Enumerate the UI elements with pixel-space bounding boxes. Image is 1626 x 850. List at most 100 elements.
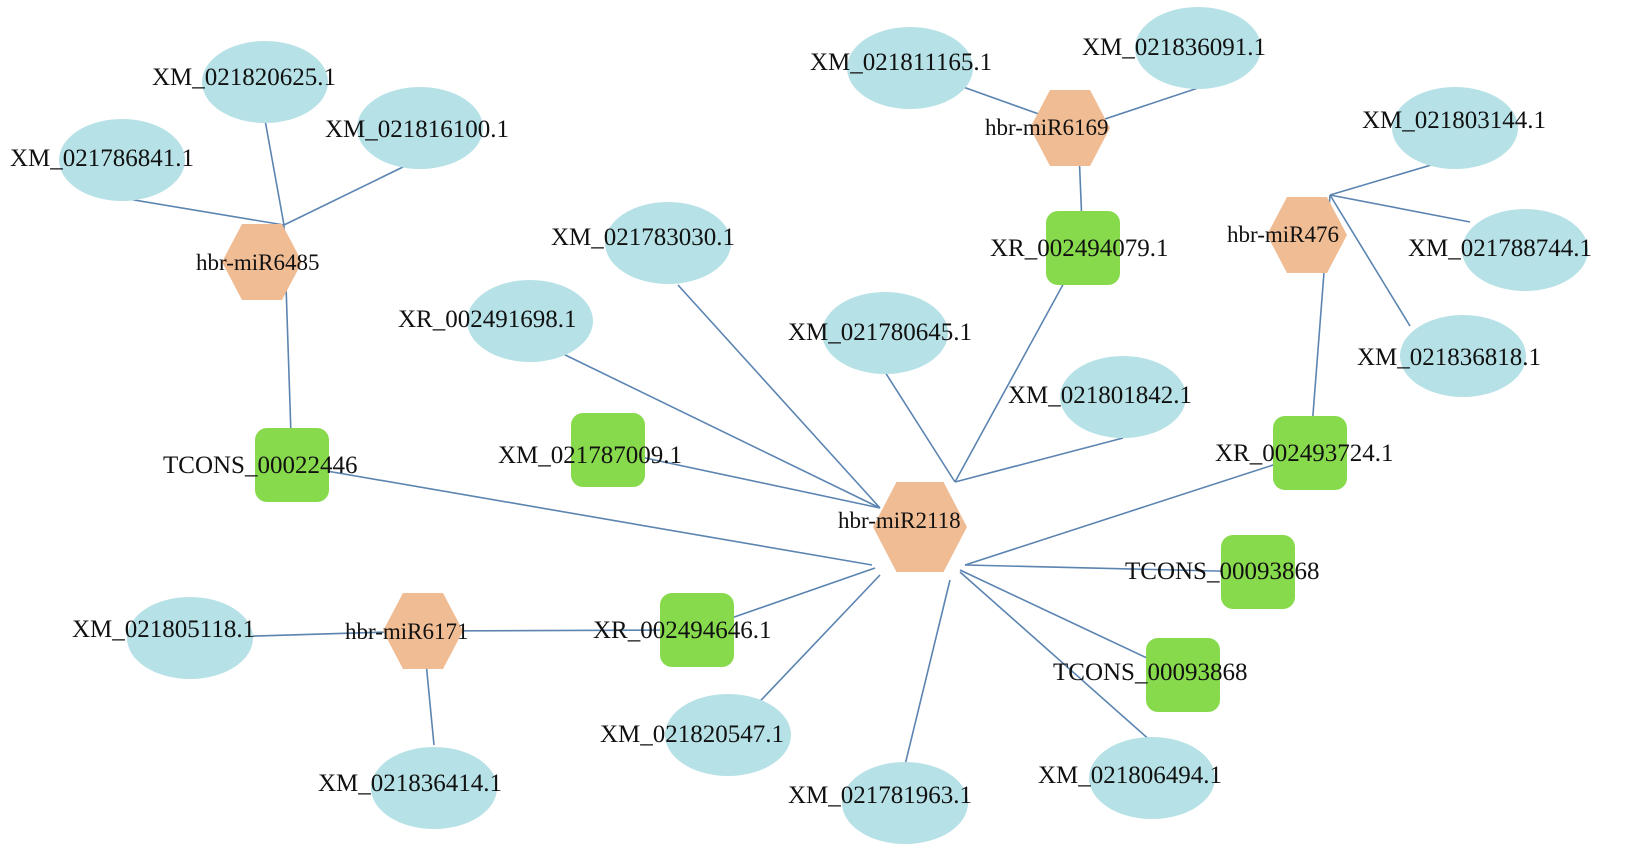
rounded-square-shape — [571, 413, 645, 487]
node-hbr-mir2118[interactable]: hbr-miR2118 — [838, 482, 967, 572]
node-label: XR_002493724.1 — [1215, 440, 1393, 467]
node-xm-021805118-1[interactable]: XM_021805118.1 — [72, 597, 255, 679]
node-xm-021836414-1[interactable]: XM_021836414.1 — [318, 747, 502, 829]
edge-hbr-mir2118-to-xr-002493724-1 — [964, 452, 1311, 566]
node-xm-021820547-1[interactable]: XM_021820547.1 — [600, 694, 791, 776]
node-xm-021780645-1[interactable]: XM_021780645.1 — [788, 292, 972, 374]
edge-hbr-mir2118-to-xm-021801842-1 — [954, 437, 1124, 483]
ellipse-shape — [371, 747, 497, 829]
hexagon-shape — [873, 482, 967, 572]
edge-hbr-mir6171-to-xr-002494646-1 — [422, 629, 698, 632]
node-tcons-00022446[interactable]: TCONS_00022446 — [163, 428, 357, 502]
node-label: XM_021836818.1 — [1357, 344, 1541, 371]
edge-hbr-mir2118-to-xr-002494079-1 — [954, 247, 1084, 483]
edge-hbr-mir2118-to-xm-021806494-1 — [959, 571, 1153, 743]
node-label: XM_021806494.1 — [1038, 762, 1222, 789]
node-label: hbr-miR6171 — [345, 619, 468, 644]
node-xm-021788744-1[interactable]: XM_021788744.1 — [1408, 209, 1592, 291]
node-label: hbr-miR476 — [1227, 222, 1339, 247]
edge-hbr-mir2118-to-xm-021787009-1 — [607, 449, 881, 509]
node-xm-021820625-1[interactable]: XM_021820625.1 — [152, 41, 336, 123]
node-label: XM_021811165.1 — [810, 49, 992, 76]
node-tcons-00093868-a[interactable]: TCONS_00093868 — [1125, 535, 1319, 609]
edge-hbr-mir6485-to-xm-021820625-1 — [264, 119, 285, 226]
node-label: XM_021786841.1 — [10, 145, 194, 172]
ellipse-shape — [1462, 209, 1588, 291]
node-xm-021781963-1[interactable]: XM_021781963.1 — [788, 762, 972, 844]
node-xr-002494079-1[interactable]: XR_002494079.1 — [990, 211, 1168, 285]
node-label: XM_021836414.1 — [318, 770, 502, 797]
node-xm-021811165-1[interactable]: XM_021811165.1 — [810, 27, 992, 109]
node-label: TCONS_00093868 — [1125, 558, 1319, 585]
node-label: XM_021801842.1 — [1008, 382, 1192, 409]
node-xm-021783030-1[interactable]: XM_021783030.1 — [551, 202, 735, 284]
node-hbr-mir6171[interactable]: hbr-miR6171 — [345, 593, 468, 669]
node-xm-021836091-1[interactable]: XM_021836091.1 — [1082, 7, 1266, 89]
network-nodes: XM_021820625.1XM_021786841.1 XM_021816100… — [10, 7, 1592, 844]
node-xr-002493724-1[interactable]: XR_002493724.1 — [1215, 416, 1393, 490]
node-xm-021806494-1[interactable]: XM_021806494.1 — [1038, 737, 1222, 819]
edge-hbr-mir6485-to-xm-021816100-1 — [283, 165, 406, 226]
ellipse-shape — [127, 597, 253, 679]
edge-hbr-mir2118-to-tcons-00093868-b — [959, 569, 1184, 676]
node-label: XM_021783030.1 — [551, 224, 735, 251]
node-label: XM_021816100.1 — [325, 116, 509, 143]
node-label: XR_002491698.1 — [398, 306, 576, 333]
node-label: XM_021820625.1 — [152, 64, 336, 91]
ellipse-shape — [59, 119, 185, 201]
node-xm-021816100-1[interactable]: XM_021816100.1 — [325, 87, 509, 169]
ellipse-shape — [357, 87, 483, 169]
node-label: XR_002494079.1 — [990, 235, 1168, 262]
edge-hbr-mir2118-to-tcons-00093868-a — [964, 564, 1259, 573]
hexagon-shape — [222, 224, 302, 300]
node-label: XM_021836091.1 — [1082, 34, 1266, 61]
node-xr-002494646-1[interactable]: XR_002494646.1 — [593, 593, 771, 667]
node-label: TCONS_00022446 — [163, 452, 357, 479]
node-tcons-00093868-b[interactable]: TCONS_00093868 — [1053, 638, 1247, 712]
ellipse-shape — [665, 694, 791, 776]
rounded-square-shape — [1046, 211, 1120, 285]
node-hbr-mir6169[interactable]: hbr-miR6169 — [985, 90, 1110, 166]
ellipse-shape — [467, 280, 593, 362]
ellipse-shape — [1135, 7, 1261, 89]
node-label: XM_021780645.1 — [788, 319, 972, 346]
edge-hbr-mir2118-to-xm-021783030-1 — [677, 284, 881, 509]
node-xm-021787009-1[interactable]: XM_021787009.1 — [498, 413, 682, 487]
node-label: XM_021788744.1 — [1408, 235, 1592, 262]
node-label: XM_021820547.1 — [600, 721, 784, 748]
node-label: TCONS_00093868 — [1053, 659, 1247, 686]
ellipse-shape — [1060, 356, 1186, 438]
node-xm-021836818-1[interactable]: XM_021836818.1 — [1357, 315, 1541, 397]
node-label: XM_021781963.1 — [788, 782, 972, 809]
edge-hbr-mir6485-to-xm-021786841-1 — [121, 197, 285, 226]
edge-hbr-mir476-to-xm-021836818-1 — [1329, 194, 1411, 327]
rounded-square-shape — [1221, 535, 1295, 609]
node-xm-021803144-1[interactable]: XM_021803144.1 — [1362, 87, 1546, 169]
node-hbr-mir6485[interactable]: hbr-miR6485 — [196, 224, 319, 300]
node-label: XM_021803144.1 — [1362, 107, 1546, 134]
node-label: XM_021805118.1 — [72, 616, 255, 643]
node-xm-021801842-1[interactable]: XM_021801842.1 — [1008, 356, 1192, 438]
node-hbr-mir476[interactable]: hbr-miR476 — [1227, 197, 1347, 273]
ellipse-shape — [1089, 737, 1215, 819]
node-label: XR_002494646.1 — [593, 617, 771, 644]
rounded-square-shape — [1146, 638, 1220, 712]
edge-hbr-mir476-to-xm-021803144-1 — [1329, 159, 1449, 196]
hexagon-shape — [1030, 90, 1110, 166]
node-label: XM_021787009.1 — [498, 442, 682, 469]
edge-hbr-mir476-to-xm-021788744-1 — [1329, 194, 1471, 223]
node-label: hbr-miR6169 — [985, 115, 1108, 140]
ellipse-shape — [202, 41, 328, 123]
rounded-square-shape — [1273, 416, 1347, 490]
edge-hbr-mir2118-to-xm-021781963-1 — [904, 579, 951, 766]
hexagon-shape — [1267, 197, 1347, 273]
node-xr-002491698-1[interactable]: XR_002491698.1 — [398, 280, 593, 362]
rounded-square-shape — [255, 428, 329, 502]
node-xm-021786841-1[interactable]: XM_021786841.1 — [10, 119, 194, 201]
node-label: hbr-miR6485 — [196, 250, 319, 275]
ellipse-shape — [822, 292, 948, 374]
edge-hbr-mir2118-to-xm-021780645-1 — [884, 371, 956, 483]
ellipse-shape — [1392, 87, 1518, 169]
ellipse-shape — [842, 762, 968, 844]
